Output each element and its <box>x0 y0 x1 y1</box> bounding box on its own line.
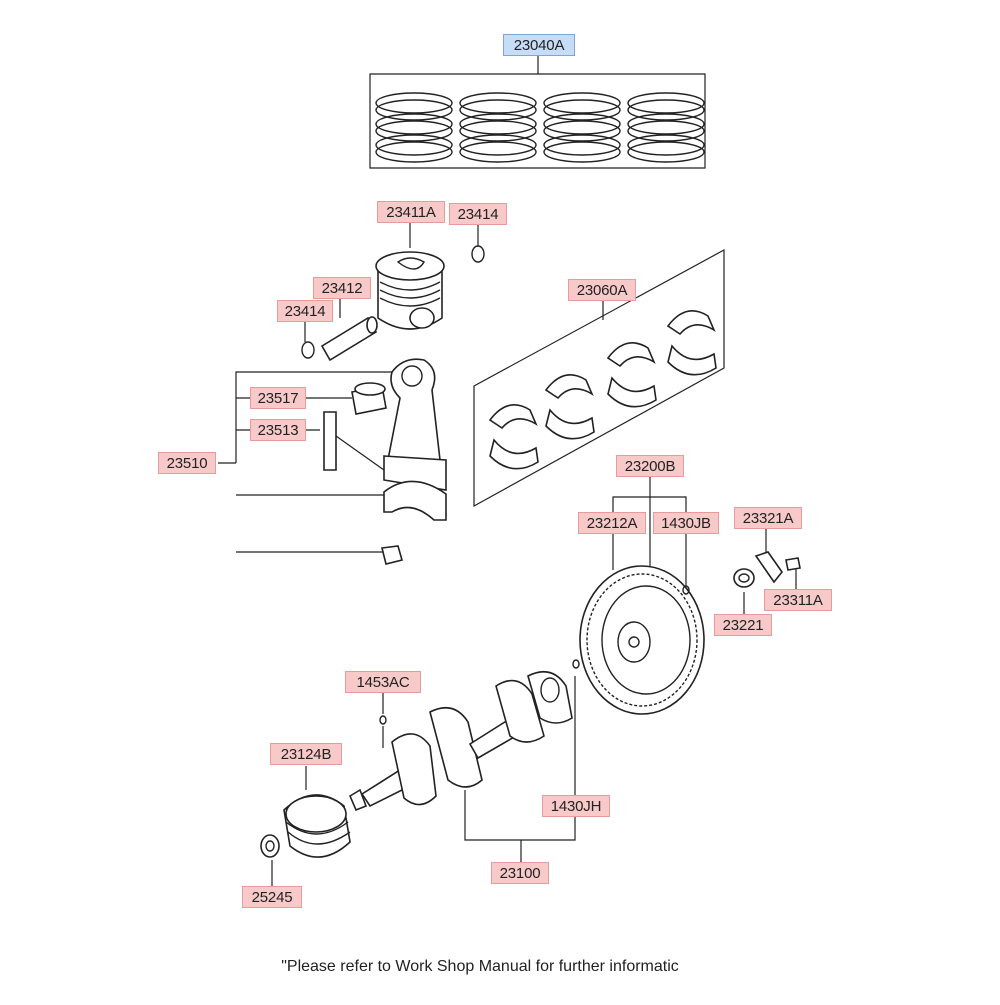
label-23411A[interactable]: 23411A <box>377 201 445 223</box>
label-23060A[interactable]: 23060A <box>568 279 636 301</box>
label-23513[interactable]: 23513 <box>250 419 306 441</box>
label-1430JB[interactable]: 1430JB <box>653 512 719 534</box>
label-23321A[interactable]: 23321A <box>734 507 802 529</box>
label-23040A[interactable]: 23040A <box>503 34 575 56</box>
label-23124B[interactable]: 23124B <box>270 743 342 765</box>
piston-pin <box>320 298 378 362</box>
crankshaft <box>348 659 580 862</box>
label-25245[interactable]: 25245 <box>242 886 302 908</box>
label-23221[interactable]: 23221 <box>714 614 772 636</box>
label-23510[interactable]: 23510 <box>158 452 216 474</box>
flywheel <box>579 477 705 715</box>
label-1453AC[interactable]: 1453AC <box>345 671 421 693</box>
label-23200B[interactable]: 23200B <box>616 455 684 477</box>
main-bearing-set <box>473 248 725 508</box>
label-23100[interactable]: 23100 <box>491 862 549 884</box>
label-23311A[interactable]: 23311A <box>764 589 832 611</box>
crank-pulley <box>260 766 351 886</box>
flywheel-bushing-plate-bolt <box>733 529 801 614</box>
piston-ring-set <box>369 56 706 169</box>
footnote: "Please refer to Work Shop Manual for fu… <box>281 958 679 975</box>
piston <box>375 222 445 330</box>
label-1430JH[interactable]: 1430JH <box>542 795 610 817</box>
label-23414-top[interactable]: 23414 <box>449 203 507 225</box>
label-23412[interactable]: 23412 <box>313 277 371 299</box>
label-23212A[interactable]: 23212A <box>578 512 646 534</box>
label-23517[interactable]: 23517 <box>250 387 306 409</box>
connecting-rod <box>218 358 447 565</box>
label-23414-left[interactable]: 23414 <box>277 300 333 322</box>
snap-ring <box>301 222 485 359</box>
